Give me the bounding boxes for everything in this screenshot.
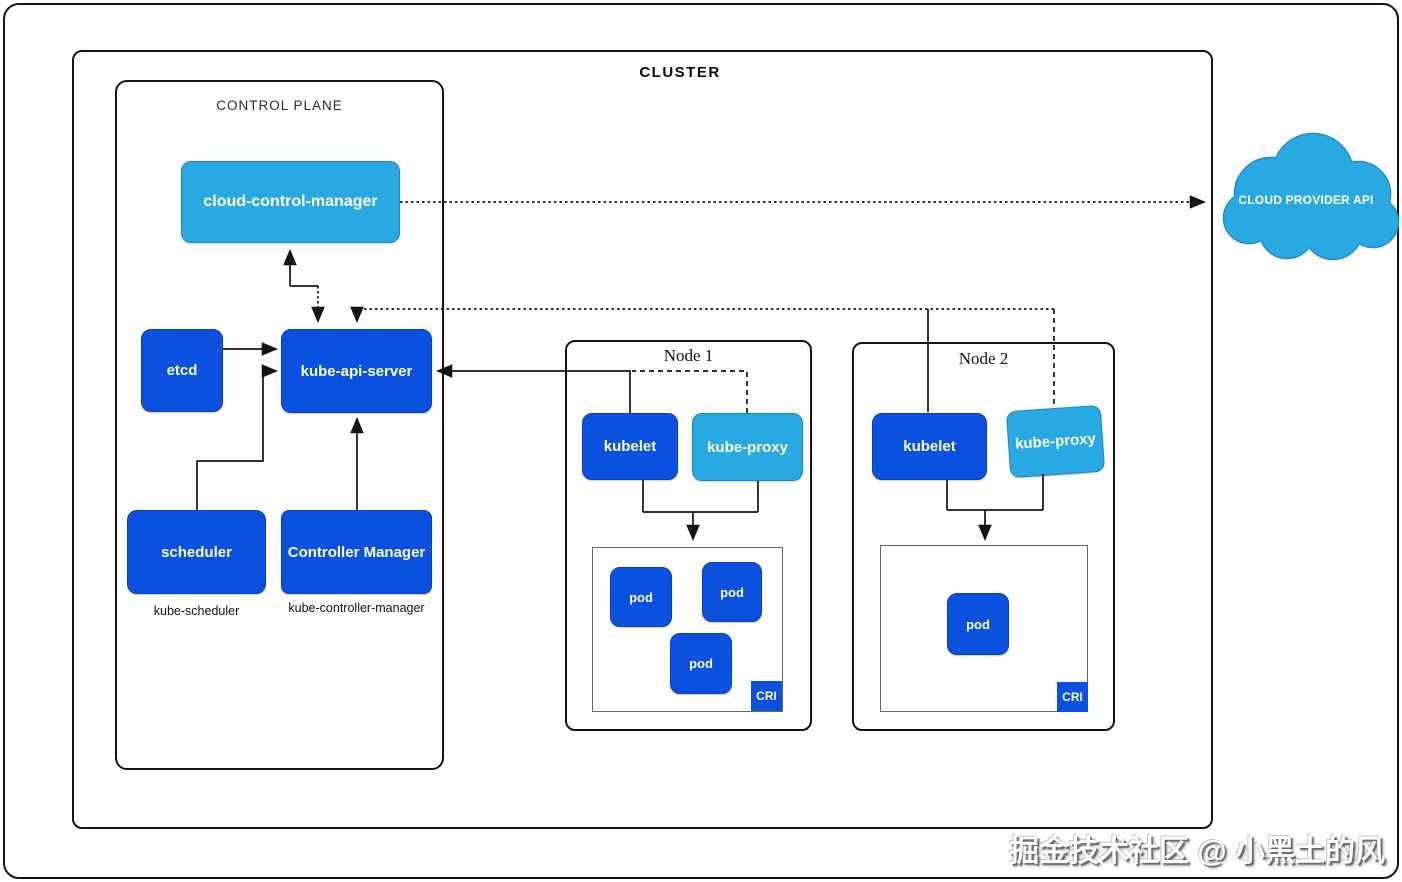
watermark-text: 掘金技术社区 @ 小黑土的风 bbox=[1009, 835, 1385, 868]
cloud-provider-api-label: CLOUD PROVIDER API bbox=[1238, 193, 1374, 207]
controller-manager-box: Controller Manager bbox=[281, 510, 432, 594]
etcd-box: etcd bbox=[141, 329, 223, 412]
node2-cri-badge: CRI bbox=[1057, 682, 1088, 712]
kube-controller-manager-caption: kube-controller-manager bbox=[288, 601, 425, 615]
control-plane-title: CONTROL PLANE bbox=[216, 98, 343, 113]
node1-pod-2: pod bbox=[702, 562, 762, 622]
node2-title: Node 2 bbox=[958, 349, 1009, 368]
node1-pod-1: pod bbox=[610, 567, 672, 627]
node1-kubelet-box: kubelet bbox=[582, 413, 678, 480]
node2-pod-1: pod bbox=[947, 593, 1009, 655]
scheduler-box: scheduler bbox=[127, 510, 266, 594]
cloud-control-manager-box: cloud-control-manager bbox=[181, 161, 400, 243]
node1-kube-proxy-box: kube-proxy bbox=[692, 413, 803, 481]
cluster-title: CLUSTER bbox=[639, 64, 721, 81]
node1-cri-badge: CRI bbox=[751, 681, 782, 711]
node1-title: Node 1 bbox=[663, 346, 714, 365]
node2-kubelet-box: kubelet bbox=[872, 413, 987, 480]
kube-scheduler-caption: kube-scheduler bbox=[153, 604, 240, 618]
kube-api-server-box: kube-api-server bbox=[281, 329, 432, 413]
node2-kube-proxy-box: kube-proxy bbox=[1005, 404, 1106, 479]
node1-pod-3: pod bbox=[670, 633, 732, 694]
